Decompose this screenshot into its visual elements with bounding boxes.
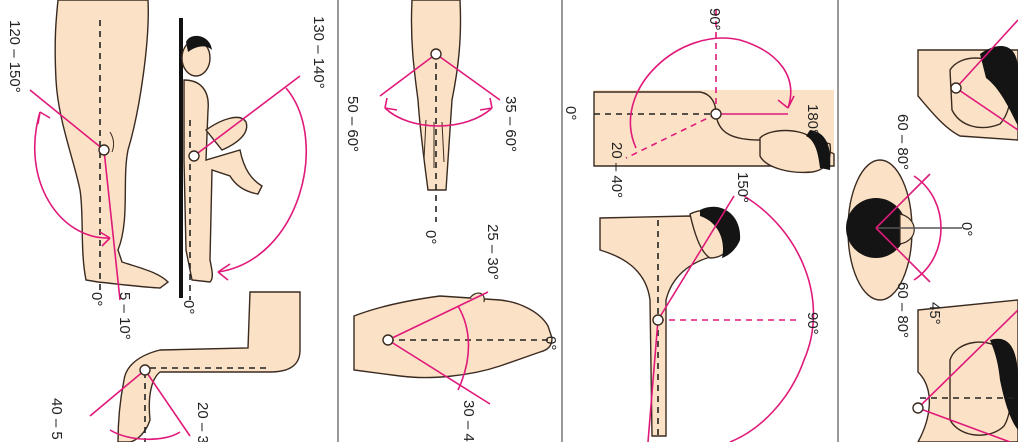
label-shoulder-150: 150°	[734, 172, 751, 203]
label-wrist-ulnar: 50 – 60°	[344, 96, 361, 152]
shoulder-panel: 90° 180° 20 – 40° 0° 150° 90°	[562, 8, 834, 442]
shoulder-bottom-joint	[653, 315, 663, 325]
label-knee-zero: 0°	[88, 292, 105, 306]
shoulder-figure-top	[594, 10, 834, 172]
label-hip-flexion: 130 – 140°	[310, 16, 327, 89]
label-head-tilt: 45°	[926, 302, 943, 325]
head-panel: 60 – 80° 60 – 80° 0° 45°	[846, 20, 1018, 442]
ankle-dorsi-line	[145, 370, 190, 436]
wrist-arrow-left	[385, 98, 397, 110]
label-head-zero: 0°	[958, 222, 975, 236]
hip-figure-body	[184, 80, 262, 282]
hip-figure-thigh	[206, 117, 247, 150]
head-top-joint	[951, 83, 961, 93]
knee-figure	[30, 0, 168, 300]
label-shoulder-adduction: 20 – 40°	[608, 142, 625, 198]
knee-joint	[99, 145, 109, 155]
label-hip-zero: 0°	[180, 300, 197, 314]
label-hand-radial: 30 – 4	[460, 400, 477, 442]
hip-joint	[189, 151, 199, 161]
hand-joint	[383, 335, 393, 345]
wrist-shape	[411, 0, 460, 190]
wrist-figure	[380, 0, 500, 222]
label-shoulder-zero: 0°	[562, 106, 579, 120]
label-wrist-zero: 0°	[422, 230, 439, 244]
hand-figure	[354, 292, 552, 404]
label-wrist-radial: 35 – 60°	[502, 96, 519, 152]
label-ankle-dorsi: 20 – 3	[194, 402, 211, 442]
shoulder-top-joint	[711, 109, 721, 119]
label-shoulder-vertical: 90°	[706, 8, 723, 31]
label-hand-ulnar: 25 – 30°	[484, 224, 501, 280]
shoulder-bottom-arc	[730, 196, 813, 442]
wrist-arrow-right	[480, 98, 492, 110]
hand-panel: 50 – 60° 35 – 60° 0° 25 – 30° 0° 30 – 4	[344, 0, 559, 442]
leg-panel: 120 – 150° 5 – 10° 0° 130 – 140° 0° 40 –…	[6, 0, 327, 442]
knee-arrow-top	[38, 112, 50, 124]
hip-arc	[218, 88, 306, 272]
ankle-joint	[140, 365, 150, 375]
hip-flexion-line	[194, 76, 300, 156]
label-knee-extension: 5 – 10°	[116, 292, 133, 340]
label-shoulder-horizontal: 90°	[804, 312, 821, 335]
label-head-lateral-top: 60 – 80°	[894, 114, 911, 170]
head-figure-middle	[846, 160, 962, 300]
hip-figure	[182, 36, 306, 300]
leg-shape	[55, 0, 168, 288]
label-knee-flexion: 120 – 150°	[6, 20, 23, 93]
label-head-lateral-bottom: 60 – 80°	[894, 282, 911, 338]
label-ankle-plantar: 40 – 5	[48, 398, 65, 440]
wrist-joint	[431, 49, 441, 59]
label-shoulder-180: 180°	[804, 104, 821, 135]
label-hand-zero: 0°	[542, 336, 559, 350]
shoulder-figure-bottom	[600, 196, 813, 442]
head-bottom-joint	[913, 403, 923, 413]
head-figure-top	[918, 20, 1018, 140]
